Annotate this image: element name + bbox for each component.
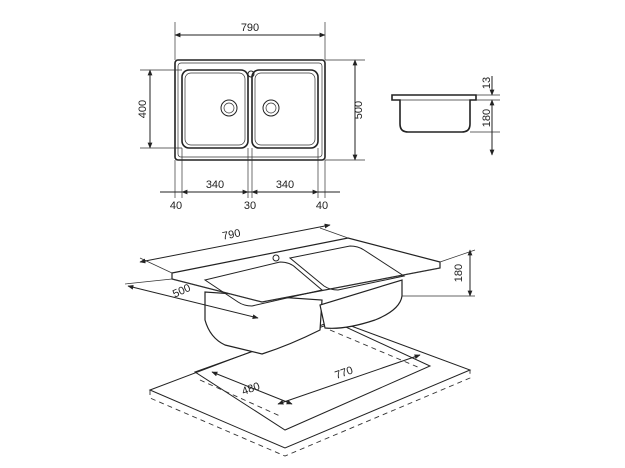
overall-depth-label: 500 [353, 101, 365, 119]
rim-height-label: 13 [481, 77, 493, 89]
left-drain-icon [220, 99, 238, 117]
center-gap-label: 30 [244, 200, 256, 212]
right-drain-icon [262, 99, 280, 117]
cutout-width-dimension [277, 354, 421, 405]
tap-hole-icon [247, 70, 255, 78]
iso-width-dimension [139, 223, 331, 264]
side-view: 13 180 [391, 76, 500, 156]
iso-width-label: 790 [221, 227, 241, 242]
left-bowl-top [181, 69, 249, 149]
cutout-depth-label: 480 [240, 380, 261, 398]
top-view: 790 400 500 340 [137, 22, 365, 212]
side-profile [391, 94, 477, 133]
left-margin-label: 40 [170, 200, 182, 212]
isometric-view: 790 500 180 480 770 [124, 223, 476, 457]
sink-outline-top [174, 59, 326, 161]
top-width-label: 790 [241, 22, 259, 34]
iso-depth-dimension [127, 284, 259, 320]
right-bowl-width-label: 340 [276, 179, 294, 191]
countertop [148, 319, 472, 449]
right-bowl-opening [288, 245, 406, 291]
bowl-depth-label: 400 [137, 100, 149, 118]
bowl-height-label: 180 [481, 109, 493, 127]
iso-height-label: 180 [453, 264, 465, 282]
right-bowl-iso [319, 279, 403, 329]
cutout-width-label: 770 [333, 365, 354, 382]
left-bowl-width-label: 340 [206, 179, 224, 191]
right-bowl-top [251, 69, 319, 149]
iso-depth-label: 500 [171, 282, 193, 300]
right-margin-label: 40 [316, 200, 328, 212]
